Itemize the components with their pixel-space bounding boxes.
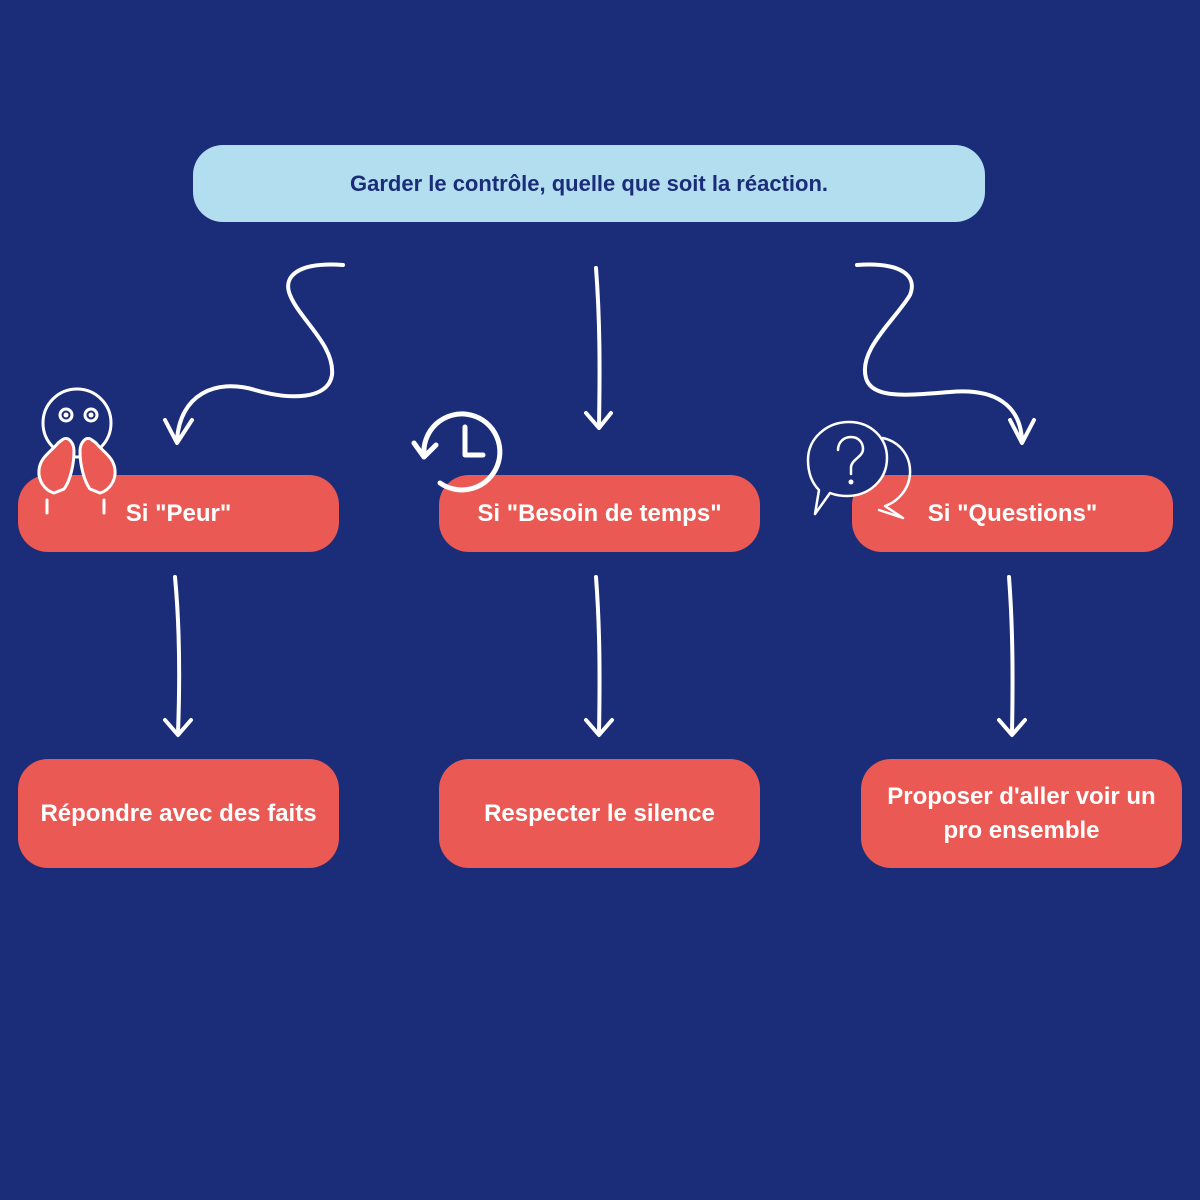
arrow-to-questions [855, 262, 1024, 442]
node-si-peur-label: Si "Peur" [125, 499, 232, 527]
clock-history-icon [411, 411, 503, 493]
arrowhead-to-pro [997, 718, 1027, 737]
node-si-questions-label: Si "Questions" [927, 499, 1098, 527]
arrow-to-besoin [594, 266, 602, 427]
node-respecter-label: Respecter le silence [484, 799, 715, 827]
node-si-besoin-de-temps: Si "Besoin de temps" [439, 475, 760, 552]
arrow-to-silence [594, 575, 602, 735]
arrowhead-to-silence [584, 718, 614, 737]
arrow-to-pro [1007, 575, 1015, 735]
arrowhead-to-faits [163, 718, 193, 737]
question-bubbles-icon [806, 420, 912, 520]
title-text: Garder le contrôle, quelle que soit la r… [349, 170, 829, 196]
node-si-besoin-de-temps-label: Si "Besoin de temps" [477, 499, 722, 527]
scared-face-icon [37, 387, 117, 515]
arrowhead-to-peur [163, 418, 194, 445]
arrow-to-peur [175, 262, 345, 442]
arrow-to-faits [173, 575, 182, 735]
node-respecter-le-silence: Respecter le silence [439, 759, 760, 868]
node-proposer-label: Proposer d'aller voir un pro ensemble [887, 782, 1156, 844]
arrowhead-to-besoin [584, 411, 613, 430]
arrowhead-to-questions [1008, 418, 1036, 445]
node-proposer-pro: Proposer d'aller voir un pro ensemble [861, 759, 1182, 868]
node-repondre-label: Répondre avec des faits [40, 799, 317, 827]
node-repondre-avec-des-faits: Répondre avec des faits [18, 759, 339, 868]
title-box: Garder le contrôle, quelle que soit la r… [193, 145, 985, 222]
node-si-peur: Si "Peur" [18, 475, 339, 552]
